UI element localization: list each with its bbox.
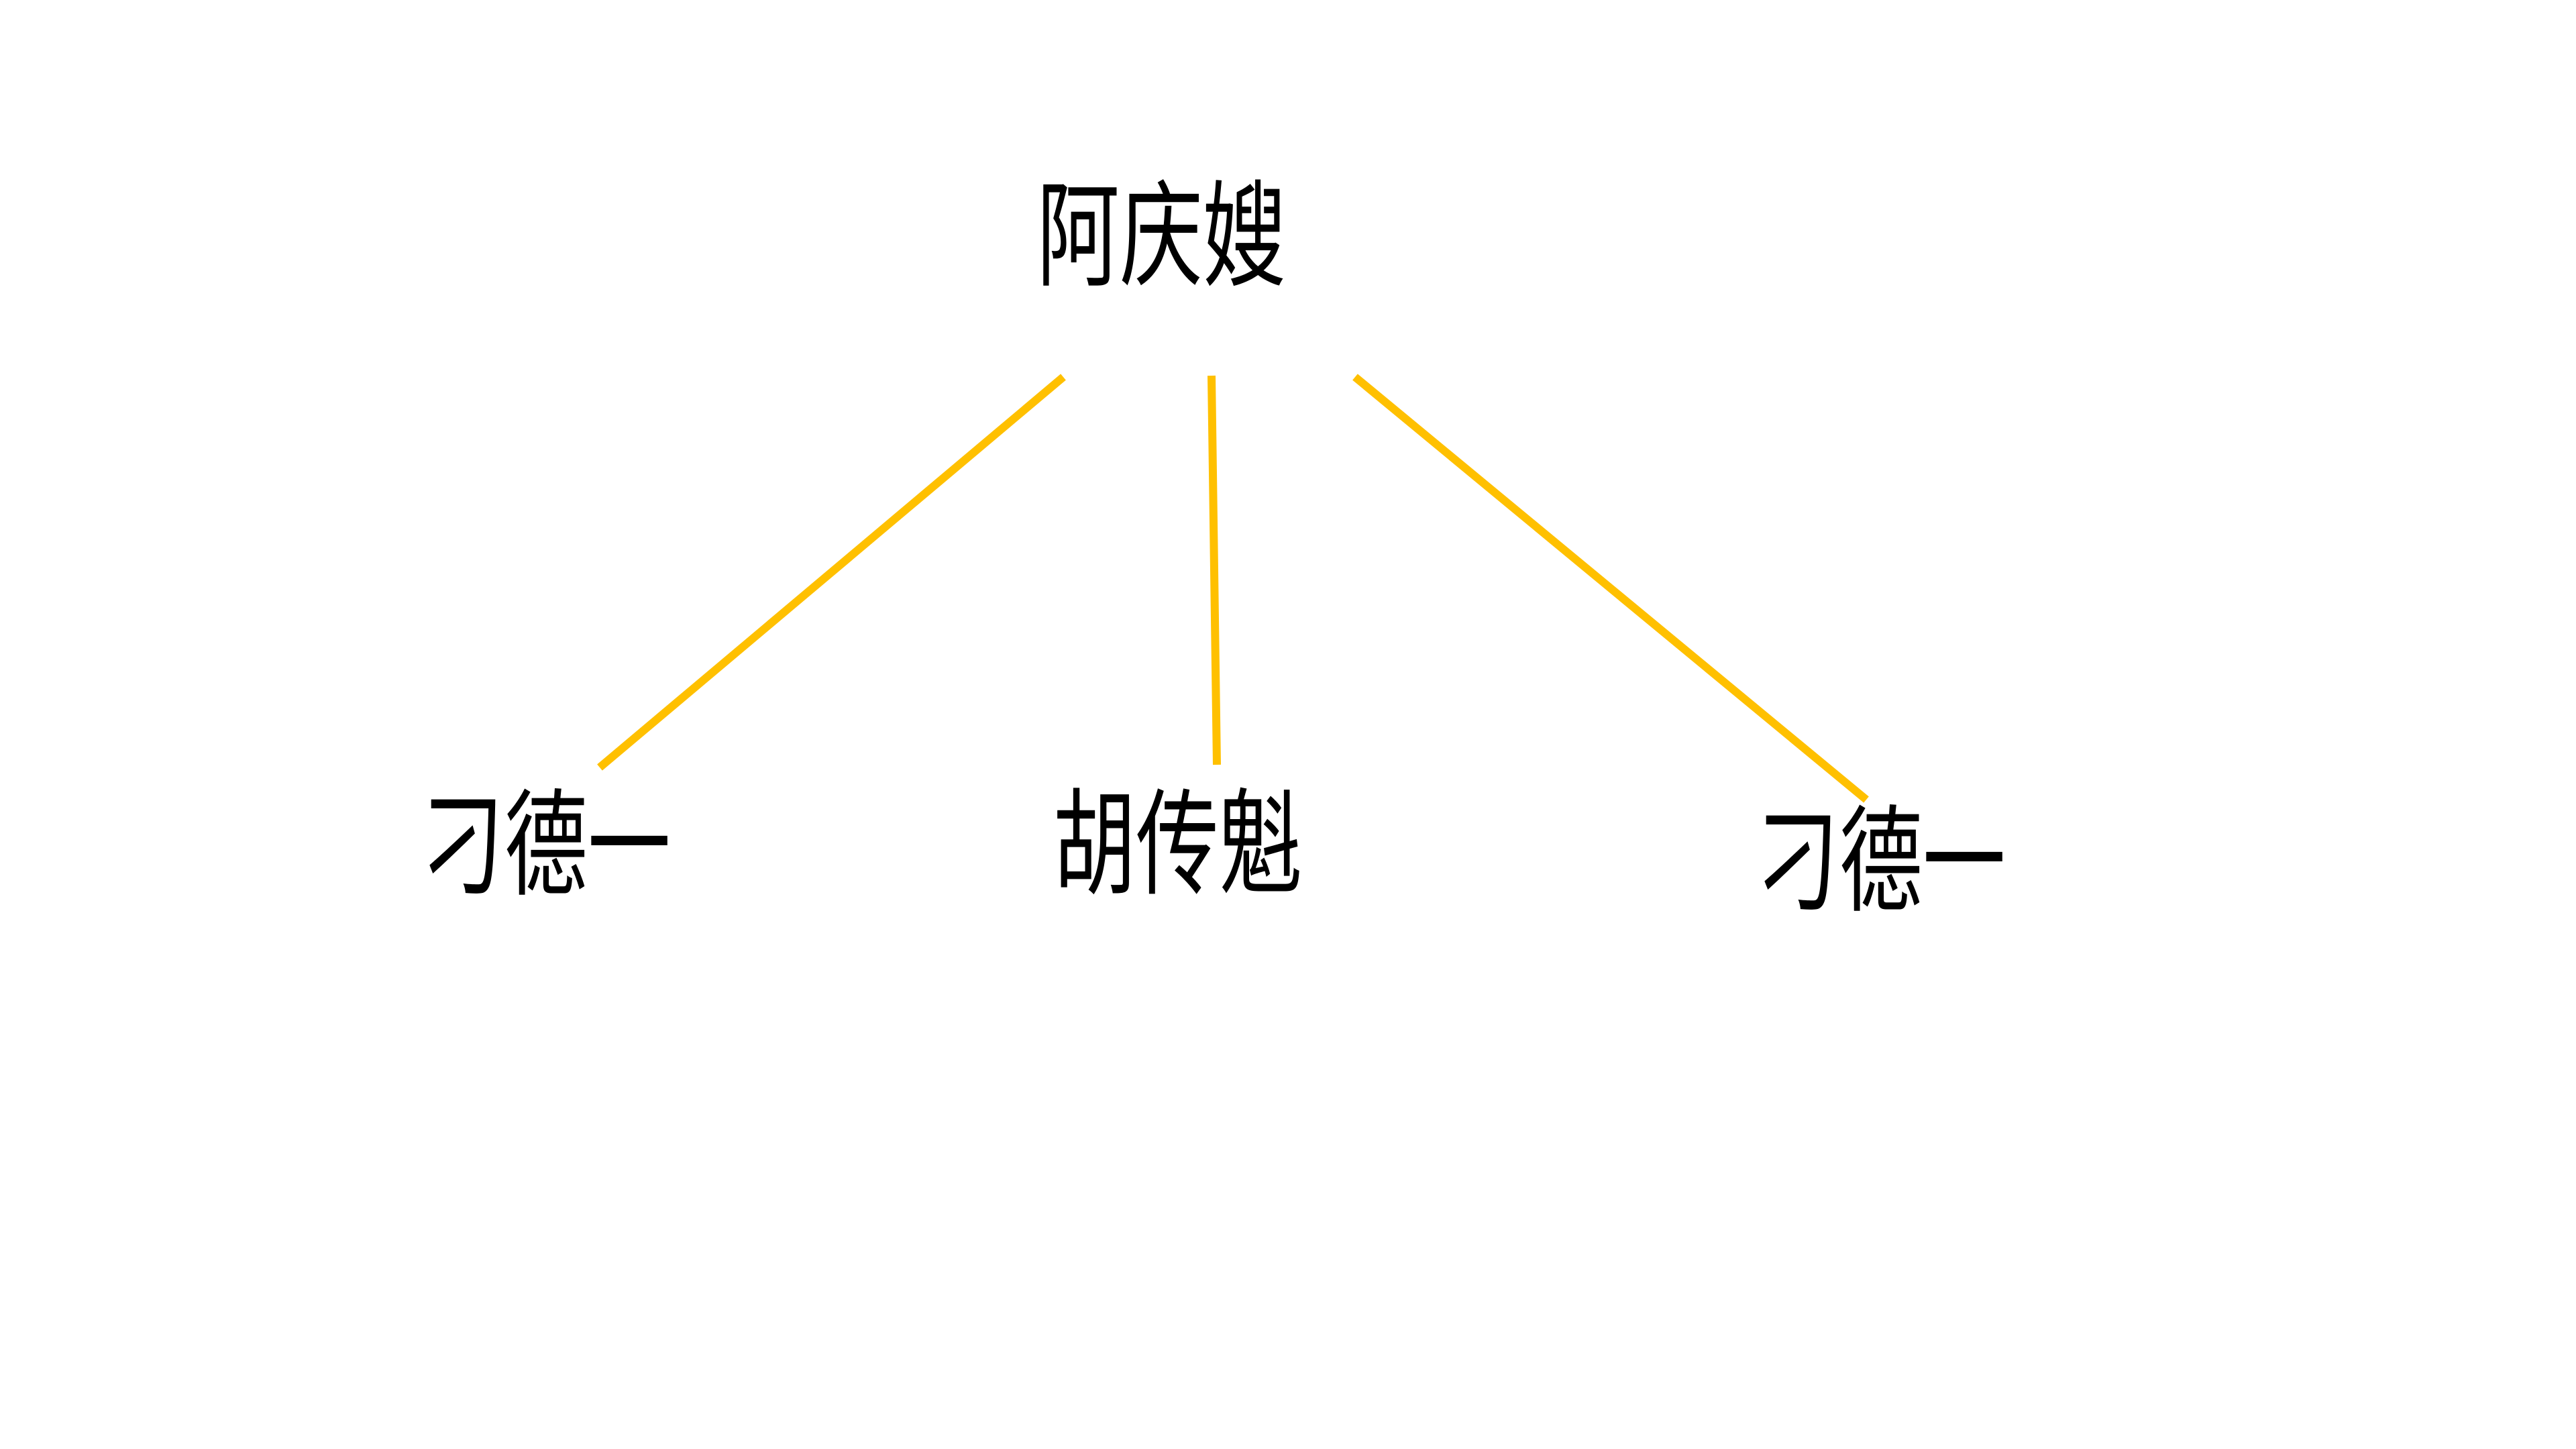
edge-root-to-center [1208, 375, 1221, 765]
edge-root-to-left [597, 374, 1066, 771]
child-node-right-label: 刁德一 [1756, 794, 2006, 929]
root-node: 阿庆嫂 [1036, 173, 1286, 301]
root-node-label: 阿庆嫂 [1036, 169, 1286, 304]
child-node-center-label: 胡传魁 [1053, 777, 1302, 912]
child-node-left: 刁德一 [406, 782, 686, 910]
edge-root-to-right [1352, 374, 1869, 803]
child-node-left-label: 刁德一 [421, 778, 671, 913]
child-node-right: 刁德一 [1729, 798, 2033, 926]
child-node-center: 胡传魁 [1023, 782, 1332, 909]
